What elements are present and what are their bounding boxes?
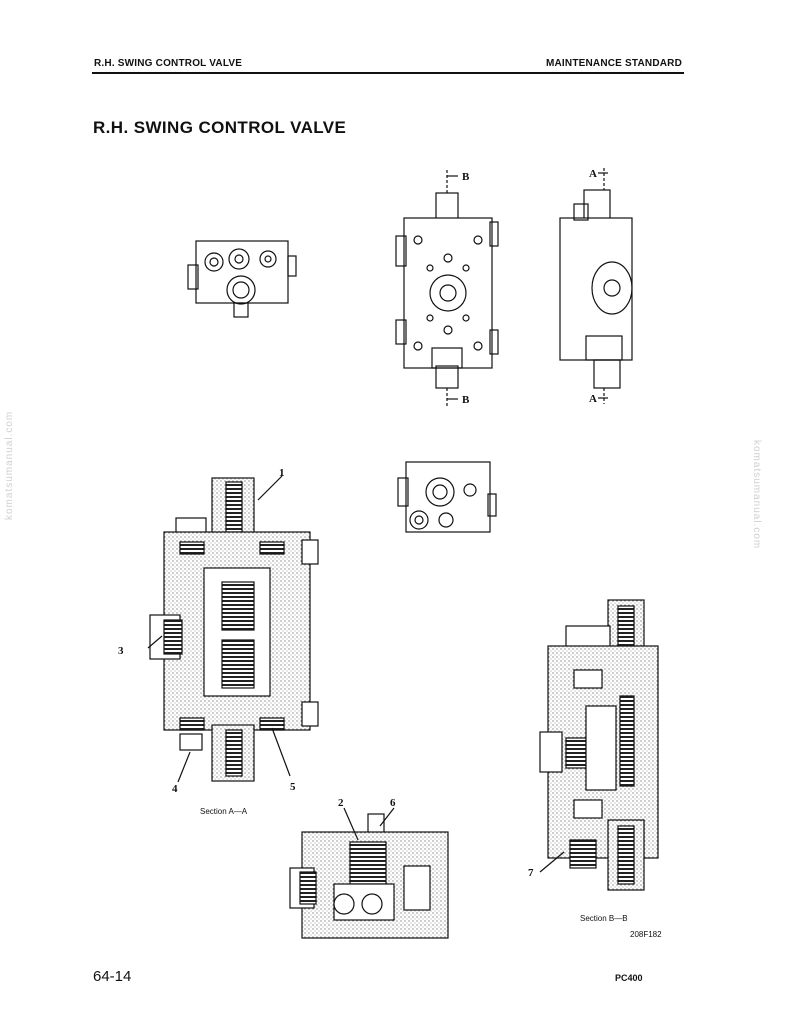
callout-1: 1 [279, 467, 285, 479]
section-marker-b-top: B [462, 171, 470, 183]
end-view-left [187, 240, 297, 318]
callout-2: 2 [338, 797, 344, 809]
front-view [395, 170, 499, 406]
callout-4: 4 [172, 783, 178, 795]
section-marker-b-bottom: B [462, 394, 470, 406]
section-aa [147, 475, 319, 783]
page-title: R.H. SWING CONTROL VALVE [93, 118, 347, 137]
callout-6: 6 [390, 797, 396, 809]
callout-5: 5 [290, 781, 296, 793]
section-marker-a-bottom: A [589, 393, 597, 405]
figure-code: 208F182 [630, 930, 662, 939]
caption-section-aa: Section A—A [200, 807, 248, 816]
side-view [559, 168, 633, 404]
header-right: MAINTENANCE STANDARD [545, 58, 682, 69]
page-number: 64-14 [93, 968, 132, 985]
callout-3: 3 [118, 645, 124, 657]
model-code: PC400 [615, 973, 643, 983]
caption-section-bb: Section B—B [580, 914, 628, 923]
end-view-middle [397, 461, 497, 533]
callout-7: 7 [528, 867, 534, 879]
header-rule [92, 72, 684, 74]
detail-view [289, 807, 449, 939]
header-left: R.H. SWING CONTROL VALVE [94, 58, 243, 69]
section-bb [539, 599, 659, 891]
section-marker-a-top: A [589, 168, 597, 180]
